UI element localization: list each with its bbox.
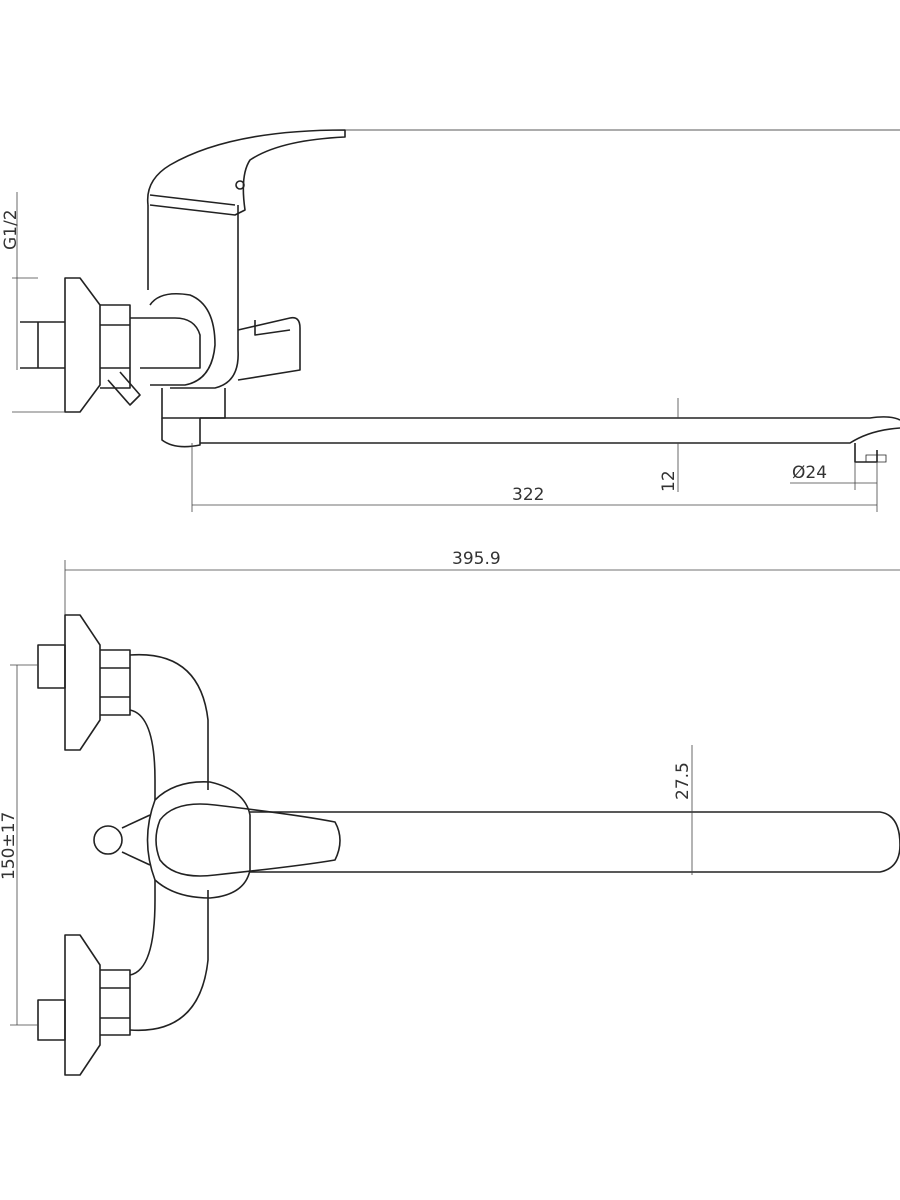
dim-spout-width-label: 27.5 [673,762,693,800]
dim-overall-length-label: 395.9 [452,549,501,569]
dimension-lines-top [10,664,693,1026]
dimension-lines-side [12,192,878,512]
dim-spout-length-label: 322 [512,485,544,505]
dim-thread-label: G1/2 [1,209,21,250]
dim-spout-height-label: 12 [659,470,679,492]
dim-aerator-diameter-label: Ø24 [792,463,827,483]
top-view [37,560,900,1076]
side-view [20,129,900,463]
dim-inlet-spacing-label: 150±17 [0,812,19,880]
